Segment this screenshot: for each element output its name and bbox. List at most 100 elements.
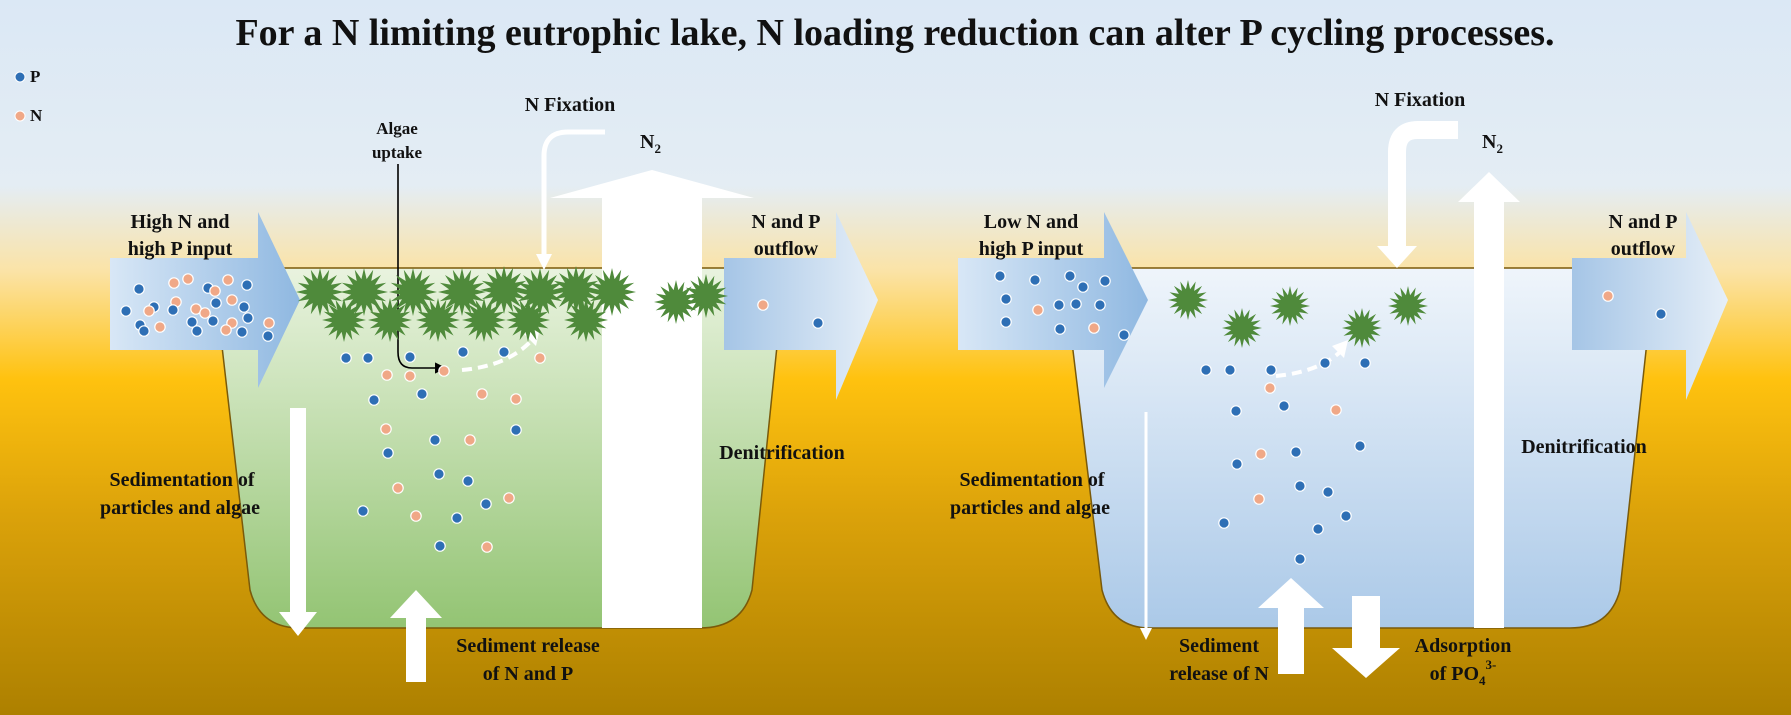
right-sedimentation-label-1: Sedimentation of — [960, 469, 1105, 491]
p-nutrient-dot — [457, 346, 469, 358]
p-nutrient-dot — [404, 351, 416, 363]
n-nutrient-dot — [1255, 448, 1267, 460]
algae-uptake-arrow — [397, 164, 447, 374]
algae-uptake-label-1: Algae — [376, 119, 418, 138]
p-nutrient-dot — [1099, 275, 1111, 287]
n-nutrient-dot — [154, 321, 166, 333]
p-nutrient-dot — [238, 301, 250, 313]
right-input-arrow — [958, 212, 1148, 388]
p-nutrient-dot — [434, 540, 446, 552]
n-nutrient-dot — [380, 423, 392, 435]
p-nutrient-dot — [191, 325, 203, 337]
p-nutrient-dot — [1094, 299, 1106, 311]
n-nutrient-dot — [404, 370, 416, 382]
right-dashed-uptake-arrow — [1275, 350, 1342, 378]
n-nutrient-dot — [503, 492, 515, 504]
p-nutrient-dot — [1294, 553, 1306, 565]
p-nutrient-dot — [1053, 299, 1065, 311]
p-nutrient-dot — [1224, 364, 1236, 376]
p-nutrient-dot — [1077, 281, 1089, 293]
right-outflow-label-1: N and P — [1609, 211, 1678, 233]
left-outflow-label-1: N and P — [752, 211, 821, 233]
p-nutrient-dot — [1265, 364, 1277, 376]
n-nutrient-dot — [1253, 493, 1265, 505]
p-nutrient-dot — [133, 283, 145, 295]
p-nutrient-dot — [1054, 323, 1066, 335]
left-n2-label: N2 — [640, 131, 661, 156]
p-nutrient-dot — [994, 270, 1006, 282]
left-denitrification-arrow — [550, 170, 754, 628]
right-fixation-arrow — [1388, 121, 1458, 248]
right-outflow-label-2: outflow — [1611, 238, 1676, 260]
p-nutrient-dot — [510, 424, 522, 436]
n-nutrient-dot — [464, 434, 476, 446]
p-nutrient-dot — [1354, 440, 1366, 452]
left-input-label-1: High N and — [131, 211, 230, 233]
right-denitrification-arrow — [1458, 172, 1520, 628]
p-nutrient-dot — [1231, 458, 1243, 470]
p-nutrient-dot — [1359, 357, 1371, 369]
algae-cell — [1270, 286, 1310, 326]
p-nutrient-dot — [480, 498, 492, 510]
n-nutrient-dot — [1088, 322, 1100, 334]
n-nutrient-dot — [226, 294, 238, 306]
right-fixation-label: N Fixation — [1375, 89, 1466, 111]
left-input-label-2: high P input — [128, 238, 233, 260]
n-nutrient-dot — [510, 393, 522, 405]
p-nutrient-dot — [1312, 523, 1324, 535]
p-nutrient-dot — [120, 305, 132, 317]
n-nutrient-dot — [534, 352, 546, 364]
algae-cell — [416, 298, 460, 342]
p-nutrient-dot — [1322, 486, 1334, 498]
n-nutrient-dot — [199, 307, 211, 319]
algae-uptake-label-2: uptake — [372, 143, 423, 162]
p-nutrient-dot — [1218, 517, 1230, 529]
n-nutrient-dot — [220, 324, 232, 336]
n-nutrient-dot — [263, 317, 275, 329]
right-n2-label: N2 — [1482, 131, 1503, 156]
left-sedimentation-arrow — [290, 408, 306, 613]
p-nutrient-dot — [1655, 308, 1667, 320]
left-input-arrow — [110, 212, 300, 388]
legend-n-label: N — [30, 106, 43, 125]
algae-cell — [368, 298, 412, 342]
n-nutrient-dot — [1602, 290, 1614, 302]
p-nutrient-dot — [236, 326, 248, 338]
left-sedimentation-label-2: particles and algae — [100, 497, 260, 519]
algae-cell — [684, 274, 728, 318]
right-fixation-arrowhead — [1377, 246, 1417, 268]
algae-cell — [506, 298, 550, 342]
p-nutrient-dot — [1118, 329, 1130, 341]
algae-cell — [1222, 308, 1262, 348]
p-nutrient-dot — [1319, 357, 1331, 369]
n-nutrient-dot — [1032, 304, 1044, 316]
algae-cell — [564, 298, 608, 342]
p-nutrient-dot — [241, 279, 253, 291]
right-release-arrow — [1258, 578, 1324, 674]
p-nutrient-dot — [1278, 400, 1290, 412]
p-nutrient-dot — [1029, 274, 1041, 286]
nutrient-dots — [120, 270, 1667, 565]
left-release-label-1: Sediment release — [456, 635, 600, 657]
p-nutrient-dot — [429, 434, 441, 446]
algae-cell — [1342, 308, 1382, 348]
algae-cell — [389, 268, 437, 316]
p-nutrient-dot — [382, 447, 394, 459]
p-nutrient-dot — [1000, 316, 1012, 328]
p-nutrient-dot — [242, 312, 254, 324]
left-release-arrow — [390, 590, 442, 682]
p-nutrient-dot — [416, 388, 428, 400]
n-nutrient-dot — [209, 285, 221, 297]
n-nutrient-dot — [481, 541, 493, 553]
n-nutrient-dot — [757, 299, 769, 311]
right-dashed-arrowhead — [1332, 340, 1348, 358]
right-input-label-1: Low N and — [984, 211, 1078, 233]
legend-p-dot — [14, 71, 26, 83]
right-adsorption-label-1: Adsorption — [1415, 635, 1512, 657]
n-nutrient-dot — [182, 273, 194, 285]
n-nutrient-dot — [438, 365, 450, 377]
p-nutrient-dot — [368, 394, 380, 406]
left-sedimentation-arrowhead — [279, 612, 317, 636]
